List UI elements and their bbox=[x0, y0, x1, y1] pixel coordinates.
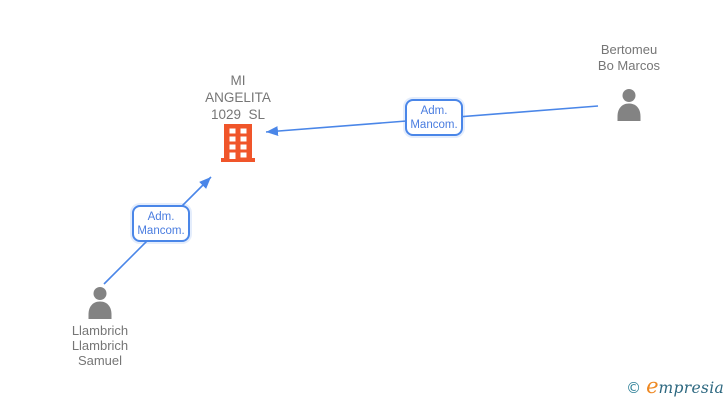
relation-label-adm-mancom[interactable]: Adm. Mancom. bbox=[405, 99, 463, 136]
person-name-line: Bertomeu bbox=[600, 42, 658, 57]
person-name-line: Bo Marcos bbox=[597, 58, 661, 73]
relation-label-adm-mancom[interactable]: Adm. Mancom. bbox=[132, 205, 190, 242]
relation-label-line: Mancom. bbox=[137, 224, 185, 237]
person-icon bbox=[617, 89, 641, 121]
building-icon bbox=[221, 124, 255, 162]
company-name-line: 1029 SL bbox=[210, 107, 266, 122]
person-icon bbox=[88, 287, 112, 319]
person-name-line: Llambrich bbox=[71, 338, 129, 353]
person-node-llambrich[interactable]: Llambrich Llambrich Samuel bbox=[40, 286, 160, 368]
company-name-line: ANGELITA bbox=[205, 90, 271, 105]
relation-label-line: Adm. bbox=[420, 104, 448, 117]
copyright-icon: © bbox=[626, 379, 642, 397]
person-name-line: Llambrich bbox=[71, 323, 129, 338]
relation-label-line: Adm. bbox=[147, 210, 175, 223]
logo-wordmark-initial: e bbox=[646, 374, 659, 398]
logo-wordmark: mpresia bbox=[658, 379, 724, 397]
company-node[interactable]: MI ANGELITA 1029 SL bbox=[171, 72, 305, 163]
person-name-line: Samuel bbox=[77, 353, 123, 368]
company-name-line: MI bbox=[230, 73, 246, 88]
empresia-logo[interactable]: © e mpresia bbox=[626, 374, 724, 398]
relation-label-line: Mancom. bbox=[410, 118, 458, 131]
person-node-bertomeu[interactable]: Bertomeu Bo Marcos bbox=[569, 42, 689, 121]
